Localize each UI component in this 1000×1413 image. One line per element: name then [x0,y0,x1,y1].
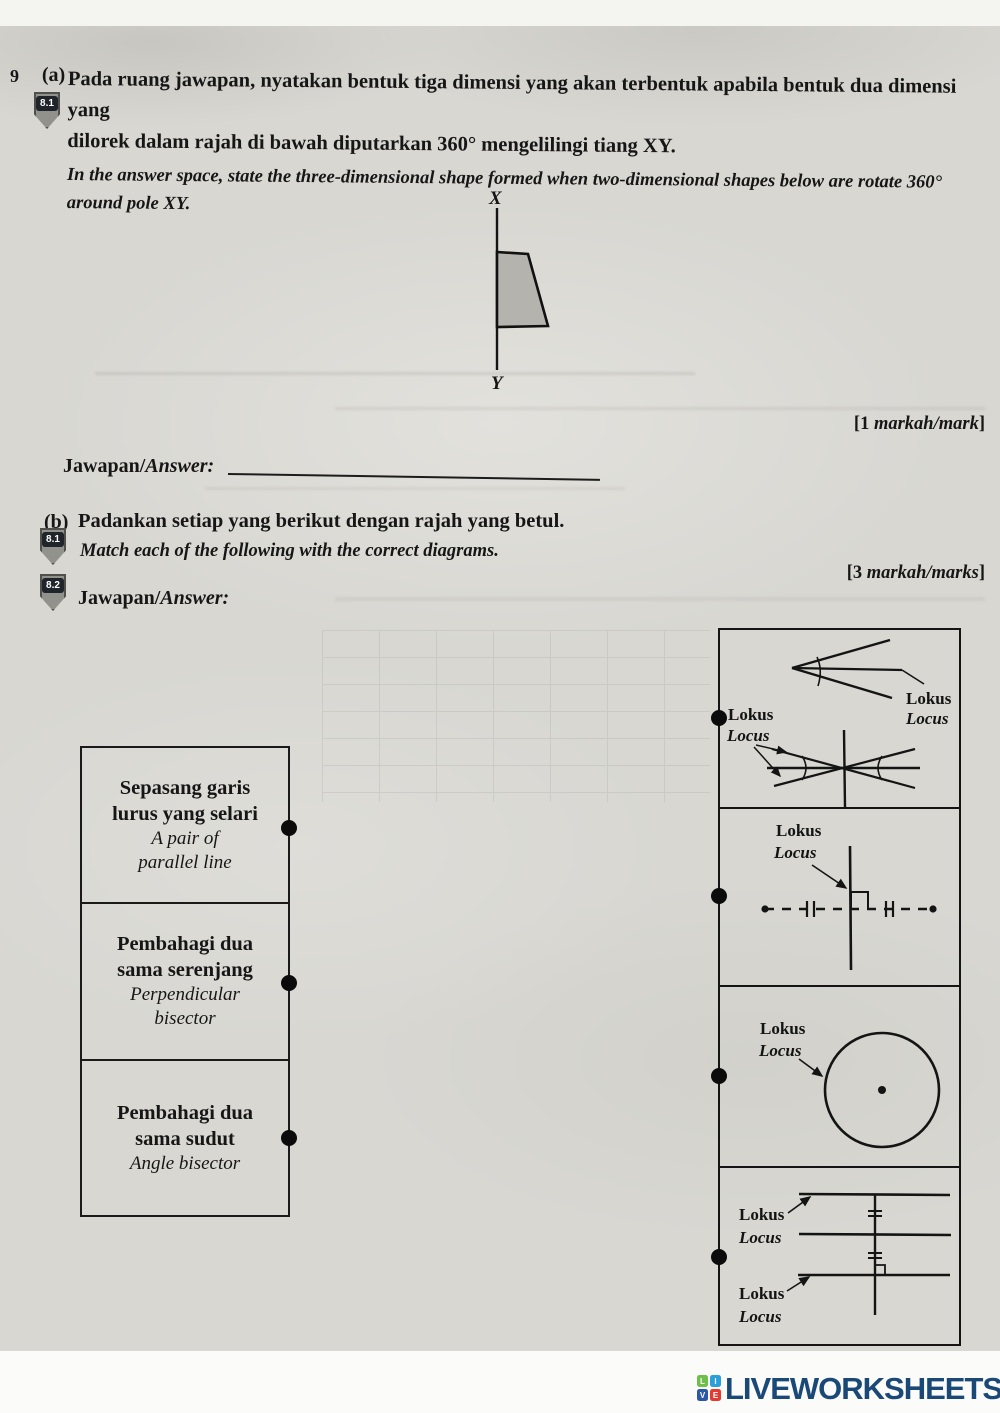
locus-label: Locus [726,726,770,745]
match-dot[interactable] [711,1068,727,1084]
locus-cell-circle[interactable]: Lokus Locus [720,985,959,1166]
match-dot[interactable] [711,1249,727,1265]
brand-text: LIVEWORKSHEETS [725,1371,1000,1406]
locus-cell-angle-bisector[interactable]: Lokus Locus Lokus Locus [720,630,959,807]
question-number: 9 [10,66,19,86]
match-right-box: Lokus Locus Lokus Locus [711,628,961,1346]
part-b-text-english: Match each of the following with the cor… [80,541,499,561]
item-text: Pembahagi dua [116,933,254,956]
item-text-en: parallel line [138,852,232,874]
liveworksheets-logo[interactable]: L I V E LIVEWORKSHEETS [697,1371,1000,1407]
top-margin-strip [0,0,1000,26]
shaded-trapezoid [495,250,550,329]
item-text-en: Perpendicular [130,984,240,1006]
item-text: Pembahagi dua [116,1101,254,1124]
item-text-en: bisector [154,1008,216,1030]
scan-smudge [205,487,625,490]
item-text: sama sudut [135,1127,235,1150]
rotation-diagram: X Y [488,190,550,390]
locus-label: Locus [738,1307,782,1326]
logo-square-l: L [697,1375,708,1387]
answer-label-b: Jawapan/Answer: [78,587,230,609]
pole-label-x: X [488,190,503,209]
badge-label: 8.1 [42,532,64,547]
locus-label: Locus [758,1041,802,1060]
match-left-box: Sepasang garis lurus yang selari A pair … [80,746,297,1217]
item-text: Sepasang garis [119,777,251,800]
badge-label: 8.2 [42,578,64,593]
item-text: lurus yang selari [112,803,258,826]
match-item-perpendicular-bisector[interactable]: Pembahagi dua sama serenjang Perpendicul… [82,902,288,1058]
lokus-label: Lokus [739,1284,785,1303]
answer-line-a[interactable] [227,473,600,481]
lokus-label: Lokus [760,1019,806,1038]
scan-smudge [95,372,695,375]
scan-smudge [335,407,985,410]
perpendicular-bisector-diagram: Lokus Locus [761,821,937,971]
part-a-text-malay-line1: Pada ruang jawapan, nyatakan bentuk tiga… [67,67,957,122]
logo-square-e: E [710,1389,721,1401]
match-dot[interactable] [281,975,297,991]
lokus-label: Lokus [906,689,952,708]
logo-square-v: V [697,1389,708,1401]
item-text-en: Angle bisector [129,1152,241,1174]
circle-locus-diagram: Lokus Locus [758,1019,941,1149]
item-text: sama serenjang [117,959,253,982]
answer-label-a: Jawapan/Answer: [63,455,215,477]
parallel-lines-diagram: Lokus Locus Lokus Locus [738,1192,952,1326]
circle-center-point [878,1086,886,1094]
curriculum-badge-icon: 8.1 [34,92,60,129]
lokus-label: Lokus [728,705,774,724]
scan-smudge [335,597,985,601]
match-dot[interactable] [711,710,727,726]
pole-label-y: Y [491,373,505,390]
bottom-margin-strip [0,1351,1000,1413]
curriculum-badge-icon: 8.1 [40,528,66,565]
match-item-angle-bisector[interactable]: Pembahagi dua sama sudut Angle bisector [82,1058,288,1215]
part-a-label: (a) [41,63,66,86]
lokus-label: Lokus [739,1205,785,1224]
match-dot[interactable] [281,820,297,836]
bleed-through-artifact [322,630,710,802]
part-b-label: (b) [44,511,69,533]
locus-label: Locus [738,1228,782,1247]
locus-cell-parallel-lines[interactable]: Lokus Locus Lokus Locus [720,1166,959,1344]
angle-bisector-diagram: Lokus Locus Lokus Locus [726,638,952,807]
part-b-text-malay: Padankan setiap yang berikut dengan raja… [78,510,565,532]
item-text-en: A pair of [151,828,219,850]
logo-square-i: I [710,1375,721,1387]
match-item-parallel-lines[interactable]: Sepasang garis lurus yang selari A pair … [82,748,288,902]
match-dot[interactable] [281,1130,297,1146]
marks-b: [3 markah/marks] [846,563,985,583]
badge-label: 8.1 [36,96,58,111]
locus-label: Locus [773,843,817,862]
curriculum-badge-icon: 8.2 [40,574,66,611]
marks-a: [1 markah/mark] [853,414,985,434]
match-dot[interactable] [711,888,727,904]
logo-grid-icon: L I V E [697,1375,722,1403]
locus-label: Locus [905,709,949,728]
lokus-label: Lokus [776,821,822,840]
locus-cell-perpendicular-bisector[interactable]: Lokus Locus [720,807,959,985]
